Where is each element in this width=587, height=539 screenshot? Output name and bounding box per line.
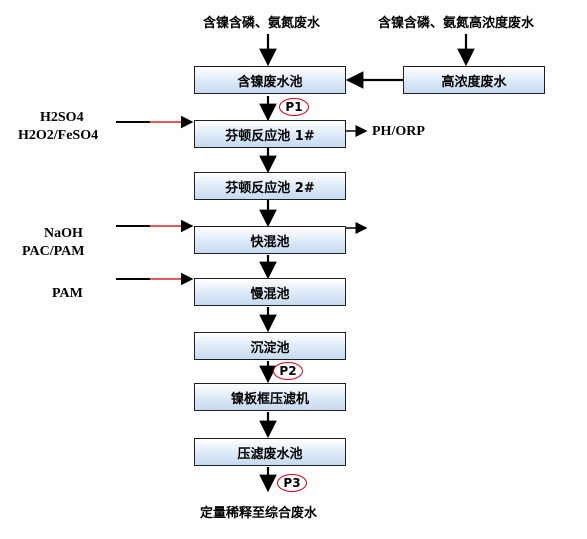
plate-frame-filter-press: 镍板框压滤机 bbox=[194, 383, 346, 411]
high-concentration-wastewater: 高浓度废水 bbox=[403, 66, 545, 94]
settling-tank: 沉淀池 bbox=[194, 332, 346, 360]
fast-mix-tank: 快混池 bbox=[194, 226, 346, 254]
fenton-reactor-2: 芬顿反应池 2# bbox=[194, 172, 346, 200]
sampling-point-p1: P1 bbox=[279, 98, 309, 116]
reagent-pam: PAM bbox=[52, 286, 83, 301]
reagent-naoh: NaOH bbox=[44, 226, 83, 241]
ph-orp-monitor-label: PH/ORP bbox=[372, 124, 425, 139]
fenton-reactor-1: 芬顿反应池 1# bbox=[194, 120, 346, 148]
reagent-h2o2-feso4: H2O2/FeSO4 bbox=[18, 128, 99, 143]
slow-mix-tank: 慢混池 bbox=[194, 278, 346, 306]
source-main-label: 含镍含磷、氨氮废水 bbox=[203, 16, 321, 31]
sampling-point-p2: P2 bbox=[273, 362, 303, 380]
sampling-point-p3: P3 bbox=[277, 474, 307, 492]
source-high-label: 含镍含磷、氨氮高浓度废水 bbox=[378, 16, 535, 31]
reagent-pac-pam: PAC/PAM bbox=[22, 244, 85, 259]
filtrate-wastewater-pool: 压滤废水池 bbox=[194, 438, 346, 466]
ni-wastewater-pool: 含镍废水池 bbox=[194, 66, 346, 94]
reagent-h2so4: H2SO4 bbox=[40, 110, 84, 125]
dilution-destination-label: 定量稀释至综合废水 bbox=[200, 506, 318, 521]
